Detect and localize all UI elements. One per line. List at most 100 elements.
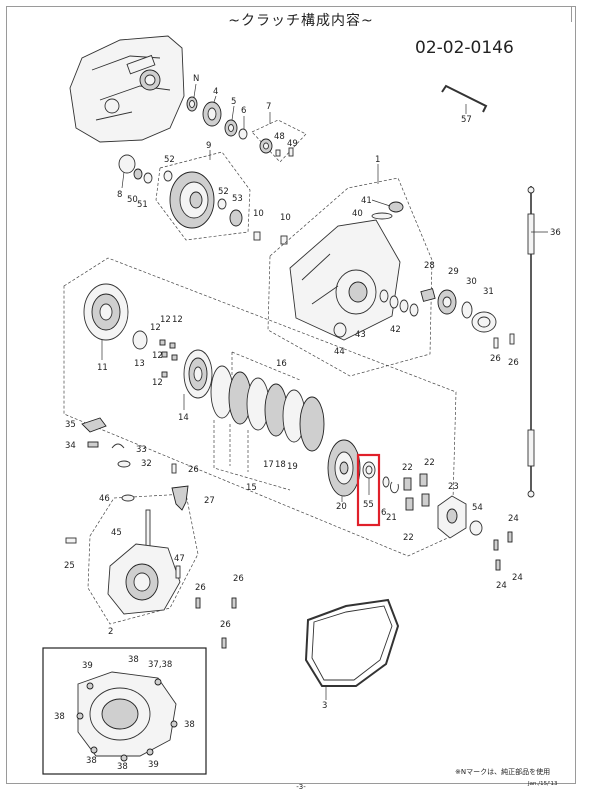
spring-33: [111, 443, 125, 449]
cup-13: [132, 330, 148, 350]
springs-22: [403, 473, 430, 511]
callout-55: 55: [363, 500, 374, 510]
gasket-30: [461, 301, 473, 319]
screw-26c: [171, 463, 177, 474]
callout-51: 51: [137, 200, 148, 210]
seal-42a: [379, 289, 389, 303]
callout-57: 57: [461, 115, 472, 125]
callout-45: 45: [111, 528, 122, 538]
lead-8: [121, 171, 125, 189]
callout-54: 54: [472, 503, 483, 513]
callout-24b: 24: [512, 573, 523, 583]
callout-38-bottom-left: 38: [86, 756, 97, 766]
washer-50: [133, 168, 143, 180]
lever-27: [171, 485, 189, 511]
centrifugal-clutch-11: [83, 283, 129, 341]
footer-date: Jan./15/'13: [528, 781, 558, 787]
callout-6-lower: 6: [381, 508, 386, 518]
pressure-plate-23: [437, 495, 467, 539]
gasket-3: [304, 598, 400, 687]
bearing-53: [229, 209, 243, 227]
callout-39-bottom: 39: [148, 760, 159, 770]
callout-8: 8: [117, 190, 122, 200]
washer-6-lower: [382, 476, 390, 488]
callout-27: 27: [204, 496, 215, 506]
callout-33: 33: [136, 445, 147, 455]
hex-wrench-57: [441, 84, 488, 113]
gear-5: [224, 105, 238, 137]
callout-26f: 26: [220, 620, 231, 630]
gasket-40: [371, 212, 393, 220]
callout-4: 4: [213, 87, 218, 97]
bolt-24c: [495, 559, 501, 571]
bolt-24a: [493, 539, 499, 551]
pin-49: [288, 147, 294, 157]
callout-35: 35: [65, 420, 76, 430]
callout-26d: 26: [195, 583, 206, 593]
dowel-pin-10-right: [280, 235, 288, 245]
callout-52-top: 52: [164, 155, 175, 165]
bolt-24b: [507, 531, 513, 543]
washer-55-hole: [365, 465, 373, 475]
callout-11: 11: [97, 363, 108, 373]
primary-driven-gear: [169, 171, 215, 229]
seal-42d: [409, 303, 419, 317]
callout-10-right: 10: [280, 213, 291, 223]
clutch-cable-36: [527, 186, 535, 498]
callout-48: 48: [274, 132, 285, 142]
callout-26e: 26: [233, 574, 244, 584]
plate-8: [118, 154, 136, 174]
callout-12b: 12: [172, 315, 183, 325]
group-16-outline: [231, 351, 301, 381]
nut-12a: [159, 339, 166, 346]
inset-cover: [76, 671, 178, 762]
callout-10-left: 10: [253, 209, 264, 219]
callout-2: 2: [108, 627, 113, 637]
callout-3: 3: [322, 701, 327, 711]
gear-4: [202, 95, 222, 127]
callout-37-38: 37,38: [148, 660, 172, 670]
pin-47: [175, 565, 181, 579]
callout-30: 30: [466, 277, 477, 287]
page-title: ~クラッチ構成内容~: [228, 13, 374, 29]
washer-6-upper: [238, 116, 248, 140]
filter-28: [420, 288, 436, 302]
callout-16: 16: [276, 359, 287, 369]
rotor-cover-31: [471, 311, 497, 333]
callout-42: 42: [390, 325, 401, 335]
callout-24c: 24: [496, 581, 507, 591]
lead-41: [371, 199, 391, 207]
nut-12b: [169, 342, 176, 349]
group-9-outline: [155, 151, 251, 241]
clutch-cover: [289, 219, 401, 341]
clutch-assembly-outline: [63, 257, 457, 557]
rotor-29: [437, 289, 457, 315]
bearing-n: [186, 83, 198, 112]
group-15-outline: [213, 420, 291, 491]
callout-24a: 24: [508, 514, 519, 524]
callout-9: 9: [206, 141, 211, 151]
callout-28: 28: [424, 261, 435, 271]
engine-case-upper: [69, 35, 185, 143]
kit-part-number: 02-02-0146: [415, 38, 514, 58]
dowel-pin-10-left: [253, 231, 261, 241]
group-1-outline: [267, 177, 433, 377]
callout-15: 15: [246, 483, 257, 493]
inset-cover-view: [42, 647, 207, 775]
callout-34: 34: [65, 441, 76, 451]
callout-12a: 12: [160, 315, 171, 325]
callout-46: 46: [99, 494, 110, 504]
screw-26b: [509, 333, 515, 345]
callout-47: 47: [174, 554, 185, 564]
washer-51: [143, 172, 153, 184]
lifter-arm-35: [81, 417, 107, 433]
callout-5: 5: [231, 97, 236, 107]
nut-12c: [161, 351, 168, 358]
seal-42c: [399, 299, 409, 313]
gear-48: [259, 138, 273, 154]
footer-note: ※Nマークは、純正部品を使用: [455, 768, 551, 776]
bolt-26e: [231, 597, 237, 609]
callout-13: 13: [134, 359, 145, 369]
pin-48-small: [275, 149, 281, 157]
callout-53: 53: [232, 194, 243, 204]
